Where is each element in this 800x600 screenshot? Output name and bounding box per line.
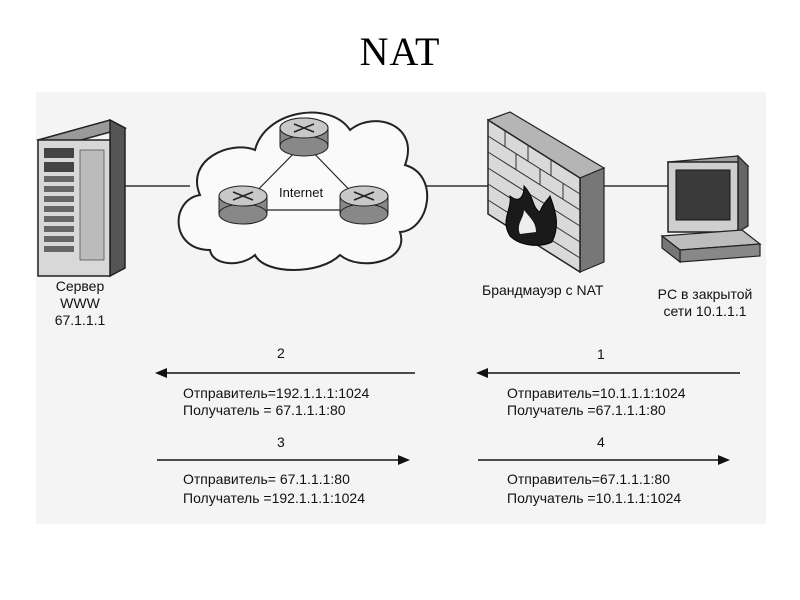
step-receiver: Получатель =67.1.1.1:80 — [507, 402, 666, 418]
step-receiver: Получатель =10.1.1.1:1024 — [507, 490, 682, 506]
pc-label: PC в закрытой сети 10.1.1.1 — [657, 286, 753, 319]
router-icon-right — [339, 185, 389, 225]
server-label: Сервер WWW 67.1.1.1 — [54, 278, 106, 328]
firewall-label: Брандмауэр с NAT — [482, 282, 604, 298]
flame-icon — [505, 184, 557, 246]
step-sender: Отправитель= 67.1.1.1:80 — [183, 471, 350, 487]
firewall-icon — [486, 111, 606, 274]
slide-title: NAT — [359, 29, 441, 74]
server-icon — [36, 118, 128, 278]
pc-icon — [660, 154, 762, 264]
step-sender: Отправитель=67.1.1.1:80 — [507, 471, 670, 487]
step-sender: Отправитель=10.1.1.1:1024 — [507, 385, 686, 401]
step-number: 4 — [597, 434, 605, 450]
internet-label: Internet — [279, 185, 324, 200]
step-sender: Отправитель=192.1.1.1:1024 — [183, 385, 370, 401]
router-icon-left — [218, 185, 268, 225]
step-receiver: Получатель =192.1.1.1:1024 — [183, 490, 366, 506]
step-number: 3 — [277, 434, 285, 450]
step-receiver: Получатель = 67.1.1.1:80 — [183, 402, 346, 418]
internet-cloud-icon — [177, 111, 429, 271]
step-number: 2 — [277, 345, 285, 361]
step-number: 1 — [597, 346, 605, 362]
router-icon-top — [279, 117, 329, 157]
